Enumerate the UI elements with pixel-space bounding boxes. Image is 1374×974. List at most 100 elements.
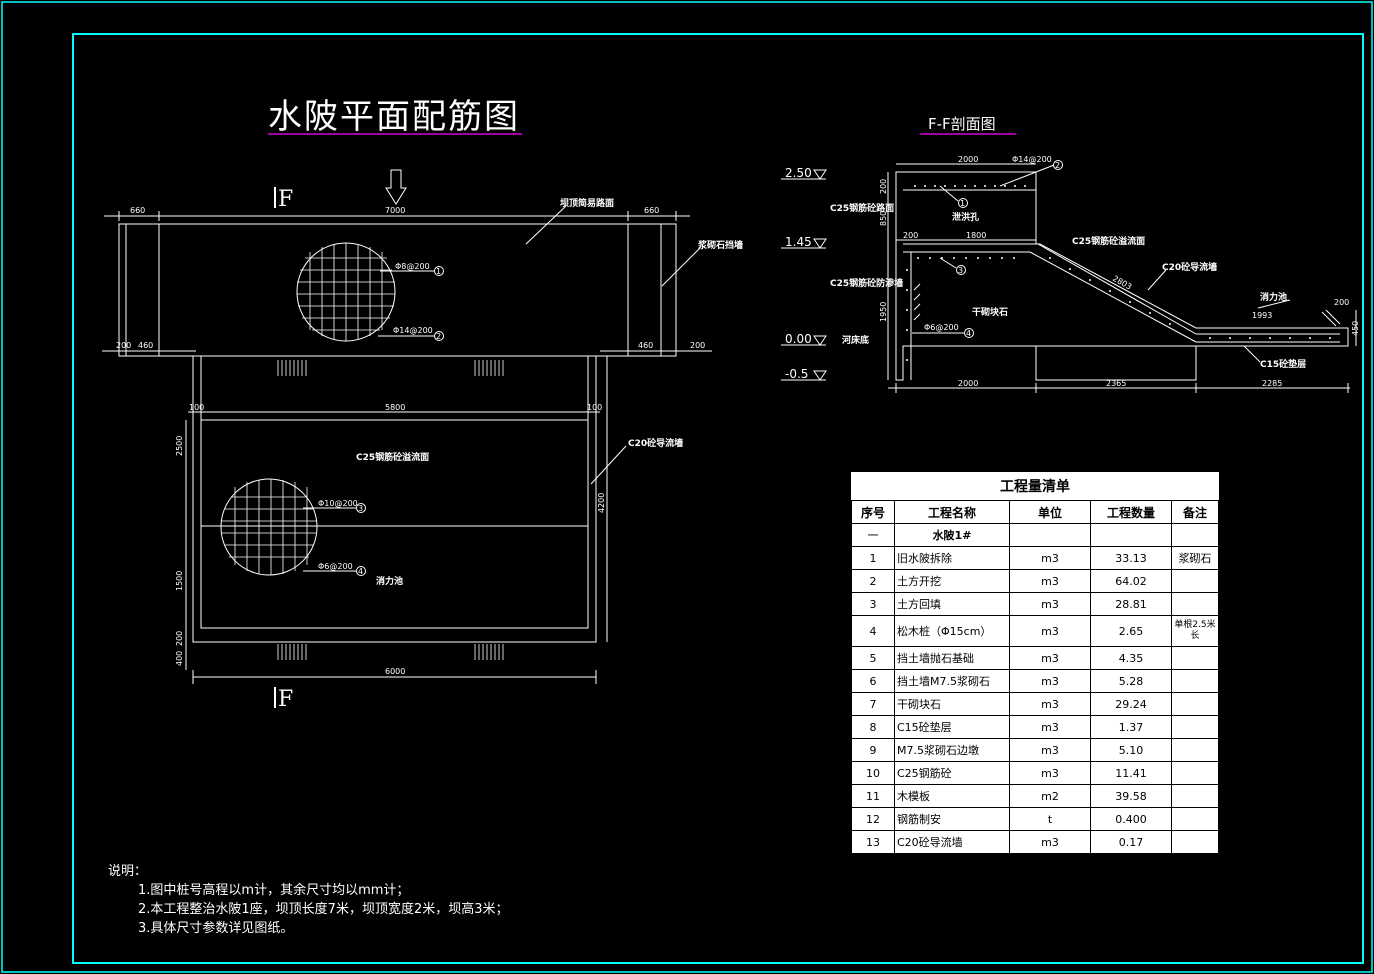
cell-remark xyxy=(1171,784,1219,808)
spillway-outline xyxy=(192,355,597,643)
rebar-grid-bottom xyxy=(222,479,316,575)
label-retaining-wall: 浆砌石挡墙 xyxy=(697,239,743,251)
sec-label-c25-road: C25钢筋砼路面 xyxy=(830,202,894,214)
elev-2-50: 2.50 xyxy=(785,166,812,180)
dim-200-b: 200 xyxy=(690,341,705,350)
dim-5800: 5800 xyxy=(385,403,405,412)
section-title: F-F剖面图 xyxy=(928,115,996,133)
dim-100-b: 100 xyxy=(587,403,602,412)
cell-name: 干砌块石 xyxy=(894,692,1010,716)
plan-title: 水陂平面配筋图 xyxy=(268,97,520,137)
cell-unit: t xyxy=(1009,807,1091,831)
sec-label-c15: C15砼垫层 xyxy=(1260,358,1306,370)
sec-dim-2803: 2803 xyxy=(1111,274,1133,292)
plan-rebar-4-label: Φ6@200 xyxy=(318,562,353,571)
group-empty-qty xyxy=(1090,523,1172,547)
dim-400: 400 xyxy=(175,651,184,666)
cut-mark-top: F xyxy=(278,187,293,212)
section-rebar-dots xyxy=(906,185,1331,361)
plan-mark-4: 4 xyxy=(358,567,363,576)
cell-name: 挡土墙抛石基础 xyxy=(894,646,1010,670)
cell-no: 11 xyxy=(851,784,895,808)
cell-remark xyxy=(1171,569,1219,593)
cell-unit: m3 xyxy=(1009,646,1091,670)
dim-2500: 2500 xyxy=(175,436,184,456)
label-guide-wall: C20砼导流墙 xyxy=(628,437,683,449)
dim-200-c: 200 xyxy=(175,631,184,646)
sec-dim-1950: 1950 xyxy=(879,302,888,322)
cell-name: C20砼导流墙 xyxy=(894,830,1010,854)
plan-rebar-3-label: Φ10@200 xyxy=(318,499,358,508)
cell-unit: m2 xyxy=(1009,784,1091,808)
cell-unit: m3 xyxy=(1009,761,1091,785)
plan-mark-2: 2 xyxy=(436,332,441,341)
flow-arrow-icon xyxy=(385,169,407,205)
dim-4200: 4200 xyxy=(597,493,606,513)
cell-unit: m3 xyxy=(1009,615,1091,647)
sec-dim-2000-top: 2000 xyxy=(958,155,978,164)
cell-remark xyxy=(1171,646,1219,670)
cell-name: 松木桩（Φ15cm） xyxy=(894,615,1010,647)
notes-heading: 说明： xyxy=(108,864,148,879)
sec-dim-200-right: 200 xyxy=(1334,298,1349,307)
plan-rebar-2-label: Φ14@200 xyxy=(393,326,433,335)
cell-no: 5 xyxy=(851,646,895,670)
sec-label-c25-overflow: C25钢筋砼溢流面 xyxy=(1072,235,1145,247)
cell-no: 4 xyxy=(851,615,895,647)
cell-no: 9 xyxy=(851,738,895,762)
cell-qty: 28.81 xyxy=(1090,592,1172,616)
table-header-row: 序号 工程名称 单位 工程数量 备注 xyxy=(851,500,1219,524)
cell-remark: 浆砌石 xyxy=(1171,546,1219,570)
label-dam-top-road: 坝顶简易路面 xyxy=(560,197,614,209)
cell-qty: 39.58 xyxy=(1090,784,1172,808)
cell-unit: m3 xyxy=(1009,830,1091,854)
group-empty-unit xyxy=(1009,523,1091,547)
cell-qty: 1.37 xyxy=(1090,715,1172,739)
sec-label-dry-stone: 干砌块石 xyxy=(972,306,1008,318)
cell-unit: m3 xyxy=(1009,692,1091,716)
cell-qty: 0.17 xyxy=(1090,830,1172,854)
table-group-row: 一 水陂1# xyxy=(851,523,1219,547)
cell-remark xyxy=(1171,592,1219,616)
dim-1500: 1500 xyxy=(175,571,184,591)
label-spillway: C25钢筋砼溢流面 xyxy=(356,451,429,463)
plan-rebar-1-label: Φ8@200 xyxy=(395,262,430,271)
cell-qty: 11.41 xyxy=(1090,761,1172,785)
cell-no: 8 xyxy=(851,715,895,739)
cell-no: 2 xyxy=(851,569,895,593)
sec-dim-2365: 2365 xyxy=(1106,379,1126,388)
sec-dim-200-left: 200 xyxy=(879,179,888,194)
cell-qty: 5.28 xyxy=(1090,669,1172,693)
header-remark: 备注 xyxy=(1171,500,1219,524)
cell-unit: m3 xyxy=(1009,546,1091,570)
note-item: 1.图中桩号高程以m计，其余尺寸均以mm计； xyxy=(138,883,410,898)
cell-name: 土方回填 xyxy=(894,592,1010,616)
elev-1-45: 1.45 xyxy=(785,235,812,249)
dim-460-b: 460 xyxy=(638,341,653,350)
label-stilling-basin: 消力池 xyxy=(376,575,403,587)
cell-no: 12 xyxy=(851,807,895,831)
cell-qty: 29.24 xyxy=(1090,692,1172,716)
cell-remark xyxy=(1171,738,1219,762)
cell-qty: 2.65 xyxy=(1090,615,1172,647)
sec-dim-450: 450 xyxy=(1351,321,1360,336)
cell-no: 13 xyxy=(851,830,895,854)
cell-no: 3 xyxy=(851,592,895,616)
header-name: 工程名称 xyxy=(894,500,1010,524)
dim-660-right: 660 xyxy=(644,206,659,215)
sec-dim-200-b: 200 xyxy=(903,231,918,240)
cell-remark xyxy=(1171,807,1219,831)
sec-mark-1: 1 xyxy=(960,199,965,208)
pile-symbols-top xyxy=(277,360,504,660)
sec-label-drain-hole: 泄洪孔 xyxy=(952,211,979,223)
sec-rebar-4: Φ6@200 xyxy=(924,323,959,332)
cell-remark xyxy=(1171,761,1219,785)
